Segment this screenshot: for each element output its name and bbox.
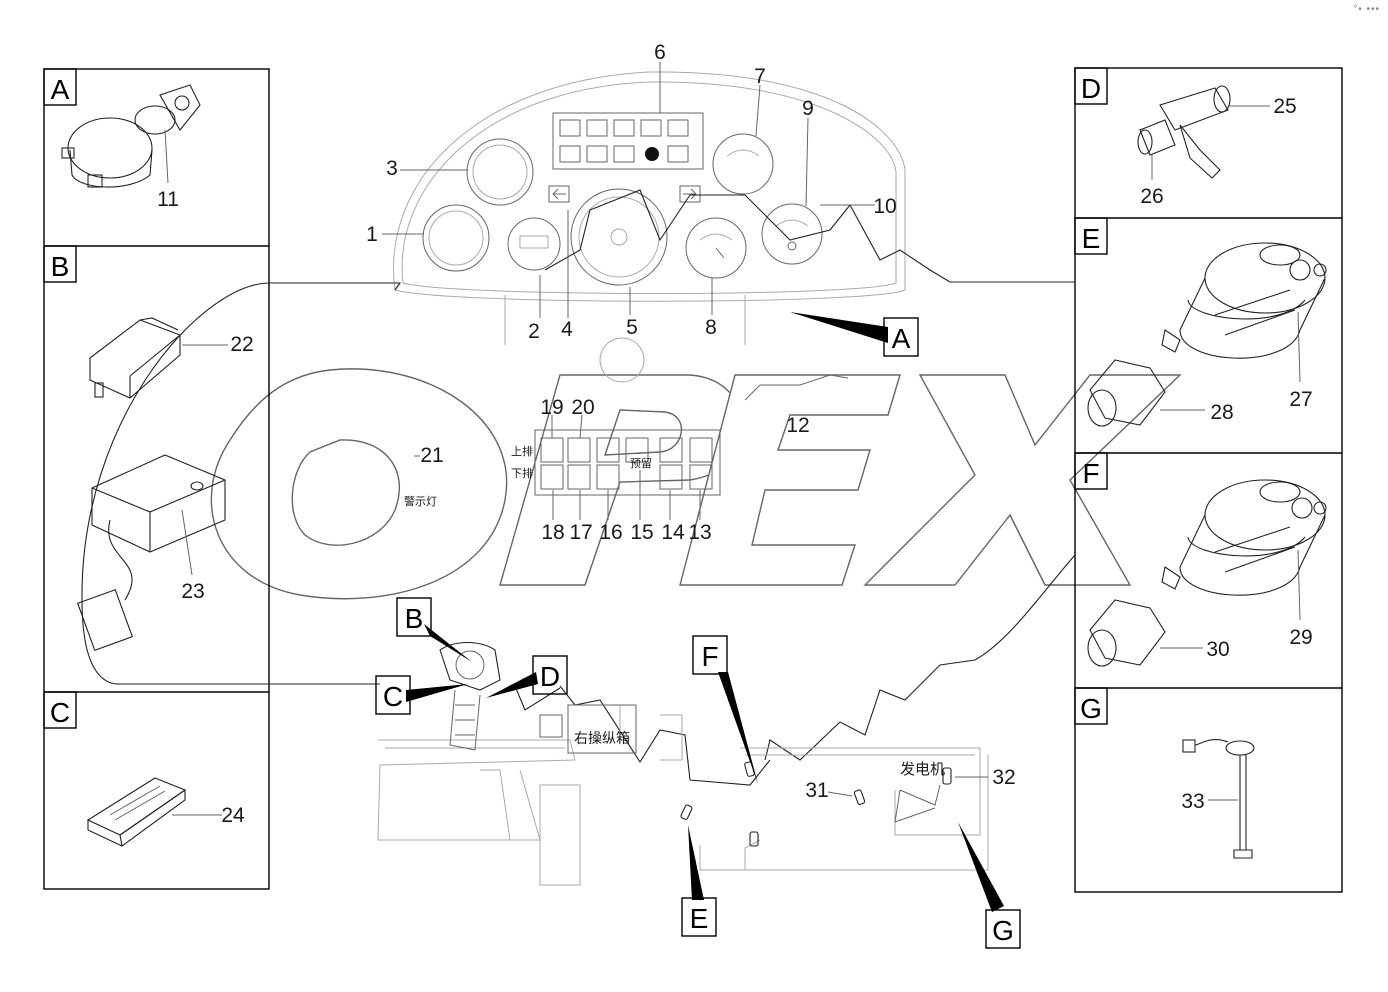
- pressure-sender-f-drawing: 30 29: [1087, 479, 1327, 667]
- panel-c-letter: C: [50, 697, 70, 728]
- flasher-drawing: 23: [76, 454, 226, 652]
- label-12: 12: [786, 414, 809, 437]
- label-17: 17: [569, 521, 592, 544]
- label-32: 32: [992, 766, 1015, 789]
- label-9: 9: [802, 97, 814, 120]
- switch-leaders: [414, 374, 849, 520]
- dashboard-leaders: [382, 62, 875, 318]
- label-14: 14: [661, 521, 685, 544]
- label-20: 20: [571, 396, 594, 419]
- label-22: 22: [230, 333, 253, 356]
- warning-lamp-label: 警示灯: [404, 494, 437, 508]
- label-3: 3: [386, 157, 398, 180]
- callout-c: C: [383, 681, 403, 712]
- pressure-sender-e-drawing: 28 27: [1087, 242, 1327, 427]
- callout-d: D: [540, 661, 560, 692]
- label-7: 7: [754, 65, 766, 88]
- label-15: 15: [630, 521, 653, 544]
- label-31: 31: [805, 779, 828, 802]
- panel-e-letter: E: [1082, 223, 1101, 254]
- panel-f-letter: F: [1082, 458, 1099, 489]
- main-harness: [81, 281, 1076, 786]
- switch-numbers: 12 13 14 15 16 17 18 19 20 21: [420, 396, 809, 544]
- reserve-label: 预留: [630, 457, 652, 470]
- label-16: 16: [599, 521, 622, 544]
- right-control-box: 右操纵箱: [539, 704, 637, 754]
- callout-e: E: [690, 903, 709, 934]
- switch-panel: 上排 下排 预留 警示灯: [404, 429, 721, 508]
- lower-row-label: 下排: [511, 466, 533, 480]
- panel-letter-tabs: A B C D E F G: [43, 67, 1108, 729]
- label-28: 28: [1210, 401, 1233, 424]
- relay-drawing: 22: [89, 317, 254, 399]
- label-25: 25: [1273, 95, 1296, 118]
- connector-drawing: 24: [86, 777, 245, 847]
- panel-g-letter: G: [1080, 693, 1102, 724]
- label-6: 6: [654, 41, 666, 64]
- panel-a-letter: A: [51, 74, 70, 105]
- generator-label: 发电机: [900, 760, 945, 778]
- valve-assembly: [439, 641, 501, 751]
- label-29: 29: [1289, 626, 1312, 649]
- dashboard-numbers: 1 2 3 4 5 6 7 8 9 10: [366, 41, 897, 343]
- label-5: 5: [626, 316, 638, 339]
- label-24: 24: [221, 804, 245, 827]
- label-8: 8: [705, 316, 717, 339]
- label-30: 30: [1206, 638, 1229, 661]
- panel-d-letter: D: [1081, 73, 1101, 104]
- callout-b: B: [405, 603, 424, 634]
- label-23: 23: [181, 580, 204, 603]
- ignition-switch-drawing: 11: [61, 84, 201, 211]
- callouts: A B C D E F G: [375, 312, 1021, 949]
- label-4: 4: [561, 318, 573, 341]
- label-2: 2: [528, 320, 540, 343]
- callout-f: F: [701, 641, 718, 672]
- label-1: 1: [366, 223, 378, 246]
- label-10: 10: [873, 195, 896, 218]
- label-33: 33: [1181, 790, 1204, 813]
- label-11: 11: [157, 188, 179, 211]
- label-27: 27: [1289, 388, 1312, 411]
- watermark-opex: [210, 368, 1182, 600]
- callout-a: A: [892, 323, 911, 354]
- toolbar-glyph: °• •••: [1353, 4, 1380, 15]
- instrument-cluster: [393, 71, 951, 383]
- label-26: 26: [1140, 185, 1163, 208]
- label-13: 13: [688, 521, 711, 544]
- label-21: 21: [420, 444, 443, 467]
- label-18: 18: [541, 521, 564, 544]
- speed-sensor-drawing: 25 26: [1137, 85, 1297, 208]
- callout-g: G: [992, 915, 1014, 946]
- right-control-box-label: 右操纵箱: [574, 731, 630, 747]
- generator-area: 发电机 32 31: [680, 760, 1016, 847]
- label-19: 19: [540, 396, 563, 419]
- lower-harness: [377, 704, 989, 886]
- upper-row-label: 上排: [511, 444, 533, 458]
- panel-b-letter: B: [51, 251, 70, 282]
- fuel-sender-drawing: 33: [1181, 738, 1255, 859]
